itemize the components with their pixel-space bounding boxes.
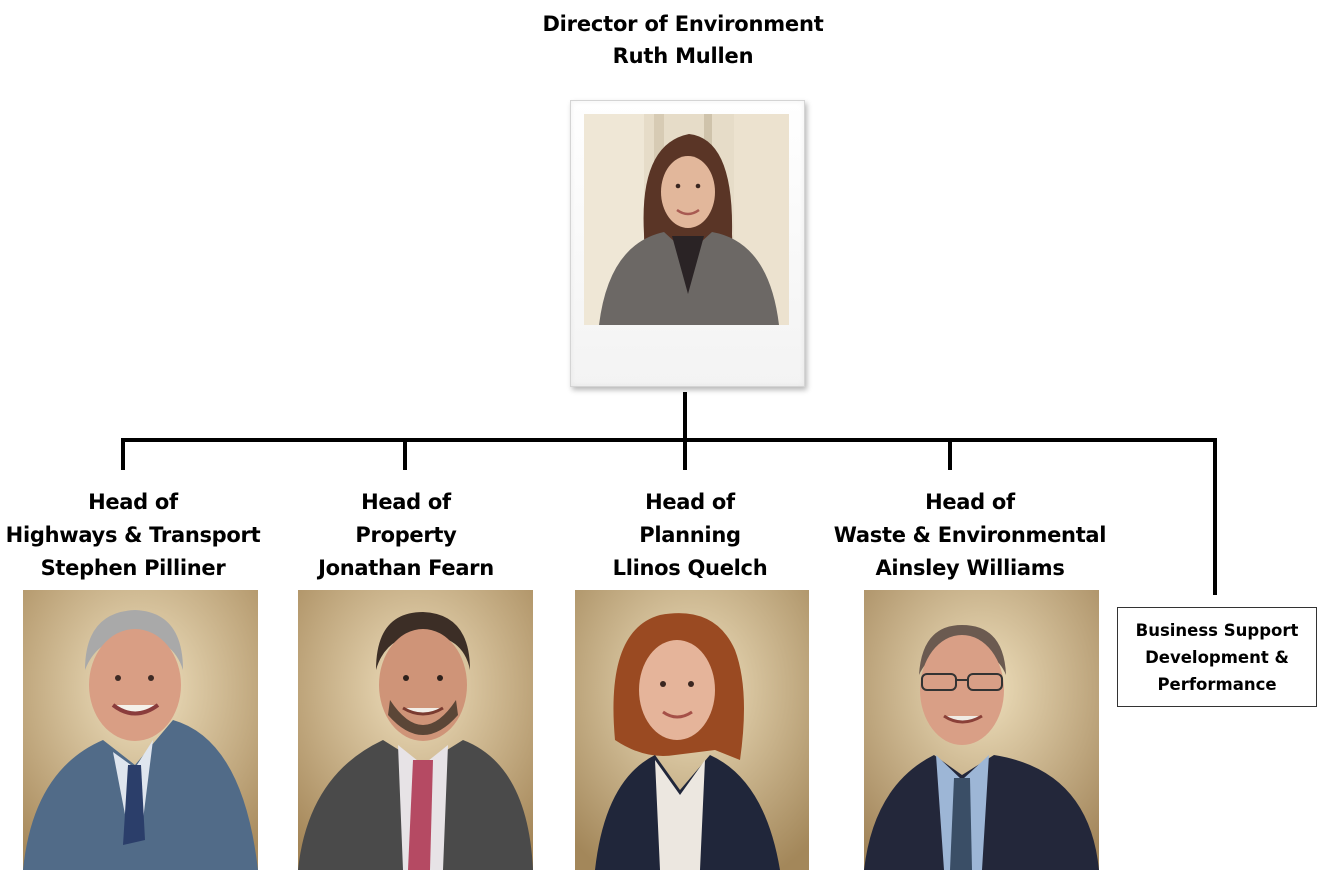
head-property: Head of Property Jonathan Fearn: [290, 486, 522, 585]
head-highways: Head of Highways & Transport Stephen Pil…: [4, 486, 262, 585]
head-photo-highways: [23, 590, 258, 870]
head-prefix: Head of: [88, 490, 178, 514]
director-photo-frame: [570, 100, 805, 387]
head-prefix: Head of: [361, 490, 451, 514]
head-photo-planning: [575, 590, 809, 870]
director-name: Ruth Mullen: [612, 44, 754, 68]
head-planning: Head of Planning Llinos Quelch: [590, 486, 790, 585]
head-department: Highways & Transport: [5, 523, 261, 547]
head-name: Stephen Pilliner: [40, 556, 226, 580]
head-prefix: Head of: [645, 490, 735, 514]
head-department: Waste & Environmental: [833, 523, 1107, 547]
director-photo: [584, 114, 789, 325]
director-heading: Director of Environment Ruth Mullen: [470, 8, 896, 72]
head-waste: Head of Waste & Environmental Ainsley Wi…: [832, 486, 1108, 585]
head-photo-property: [298, 590, 533, 870]
head-name: Jonathan Fearn: [318, 556, 494, 580]
head-department: Property: [355, 523, 457, 547]
director-role: Director of Environment: [542, 12, 824, 36]
business-support-box: Business Support Development & Performan…: [1117, 607, 1317, 707]
support-line3: Performance: [1157, 674, 1277, 694]
head-department: Planning: [639, 523, 741, 547]
head-prefix: Head of: [925, 490, 1015, 514]
head-photo-waste: [864, 590, 1099, 870]
support-line2: Development &: [1145, 647, 1289, 667]
head-name: Ainsley Williams: [875, 556, 1065, 580]
head-name: Llinos Quelch: [612, 556, 768, 580]
support-line1: Business Support: [1135, 620, 1299, 640]
